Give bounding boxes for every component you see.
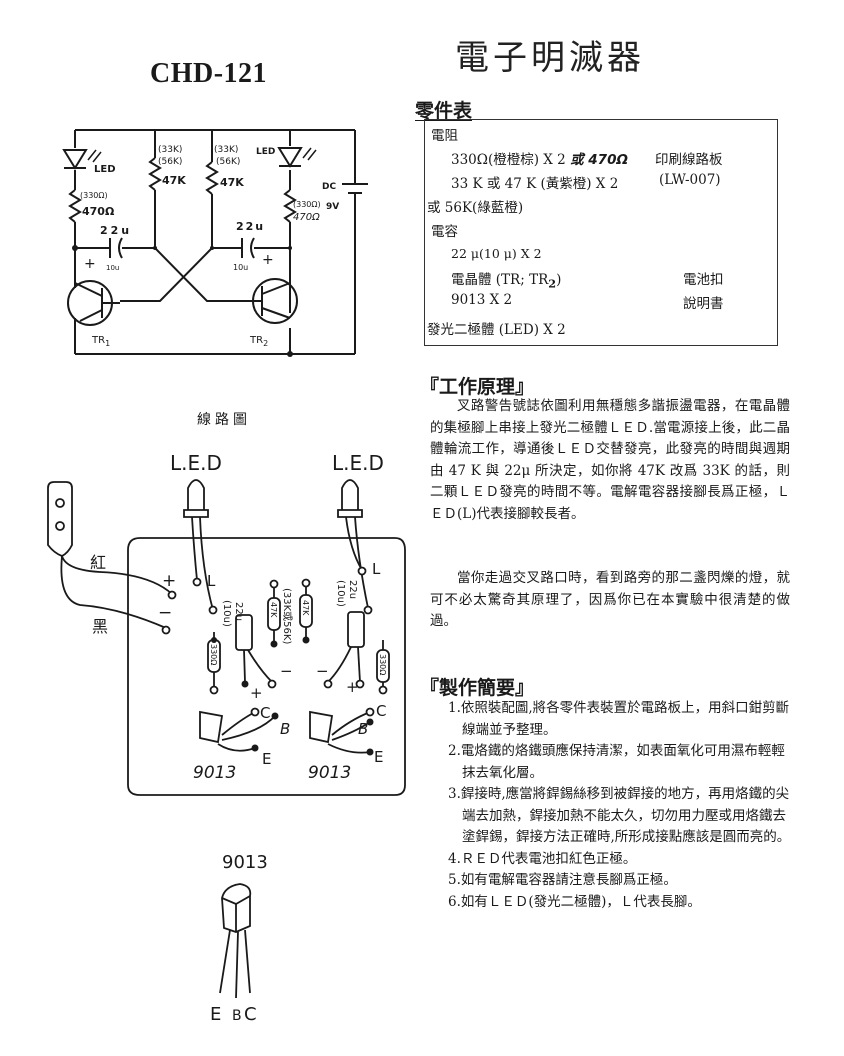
model-number: CHD-121 (150, 58, 268, 89)
assembly-step: 4.ＲＥＤ代表電池扣紅色正極。 (448, 850, 637, 867)
schematic-plus-left: + (84, 256, 96, 272)
schematic-dc-label: DC (322, 182, 336, 192)
assembly-step: 6.如有ＬＥＤ(發光二極體)，Ｌ代表長腳。 (448, 893, 701, 910)
layout-led-left-label: L.E.D (170, 451, 222, 475)
layout-red-wire-label: 紅 (90, 553, 106, 572)
layout-cap-right-label: 22u (347, 580, 358, 599)
transistor-pinout-diagram: 9013 E B C (210, 852, 268, 1025)
layout-cap-left-alt: (10u) (221, 600, 232, 627)
schematic-led-left-label: LED (94, 164, 116, 175)
assembly-step: 2.電烙鐵的烙鐵頭應保持清潔，如表面氧化可用濕布輕輕抹去氧化層。 (448, 743, 785, 781)
layout-cap-right-alt: (10u) (335, 580, 346, 607)
resistor-label: 電阻 (431, 128, 458, 144)
schematic-r-left: 470Ω (82, 205, 115, 218)
layout-res-47k-a: 47K (269, 602, 278, 618)
pinout-pin-b: B (232, 1008, 242, 1024)
layout-pin-e-right: E (374, 748, 383, 766)
transistor-model-item: 9013 X 2 (451, 292, 513, 308)
document-title: 電子明滅器 (455, 38, 645, 78)
schematic-voltage-label: 9V (326, 202, 339, 212)
transistor-item: 電晶體 (TR; TR2) (451, 272, 562, 291)
resistor-item-1: 330Ω(橙橙棕) X 2 或 470Ω (451, 152, 628, 168)
pcb-code: (LW-007) (659, 172, 721, 188)
layout-res-47k-b: 47K (301, 600, 310, 616)
layout-long-leg-left: L (207, 572, 216, 590)
schematic-rb-right-alt2: (56K) (216, 157, 240, 167)
circuit-schematic: LED (330Ω) 470Ω (33K) (56K) 47K (33K) (5… (62, 129, 368, 357)
schematic-tr2-label: TR2 (249, 335, 268, 348)
schematic-r-left-alt: (330Ω) (80, 191, 108, 200)
layout-res-alt-label: (33K或56K) (281, 588, 293, 644)
schematic-cap-right: 22u (236, 220, 265, 233)
resistor-item-3: 或 56K(綠藍橙) (427, 200, 524, 216)
layout-minus-label: − (158, 603, 172, 623)
schematic-led-right-label: LED (256, 147, 275, 157)
layout-pin-c-left: C (260, 704, 270, 722)
schematic-cap-right-alt: 10u (233, 263, 248, 272)
pinout-pin-c: C (244, 1004, 257, 1025)
capacitor-item: 22 μ(10 μ) X 2 (451, 246, 542, 261)
layout-long-leg-right: L (372, 560, 381, 578)
schematic-rb-left-alt1: (33K) (158, 145, 182, 155)
led-symbol-left (62, 149, 88, 170)
layout-black-wire-label: 黑 (92, 617, 108, 636)
principle-heading: 『工作原理』 (420, 376, 535, 398)
layout-diagram-caption: 線路圖 (197, 412, 251, 428)
layout-pin-b-right: B (358, 720, 368, 738)
assembly-step: 3.銲接時,應當將銲錫絲移到被銲接的地方，再用烙鐵的尖端去加熱，銲接加熱不能太久… (448, 786, 791, 845)
schematic-cap-left-alt: 10u (106, 264, 119, 272)
pcb-item: 印刷線路板 (655, 152, 723, 168)
battery-clip-item: 電池扣 (683, 272, 724, 288)
assembly-step: 5.如有電解電容器請注意長腳爲正極。 (448, 872, 677, 888)
schematic-rb-left: 47K (162, 174, 186, 187)
layout-transistor-left-model: 9013 (193, 763, 236, 783)
resistor-item-2: 33 K 或 47 K (黃紫橙) X 2 (451, 176, 619, 192)
layout-cap-plus-left: + (250, 684, 263, 702)
layout-pin-c-right: C (376, 702, 386, 720)
principle-paragraph-1: 叉路警告號誌依圖利用無穩態多諧振盪電器，在電晶體的集極腳上串接上發光二極體ＬＥＤ… (430, 398, 790, 522)
layout-transistor-right-model: 9013 (308, 763, 351, 783)
resistor-item-1-handwritten-note: 或 470Ω (570, 152, 628, 168)
component-layout-diagram: L.E.D L.E.D L L 紅 黑 + − 22u (10u) (33K或5… (47, 451, 406, 796)
pinout-model-label: 9013 (222, 852, 268, 873)
schematic-cap-left: 22u (100, 224, 132, 237)
assembly-heading: 『製作簡要』 (420, 677, 535, 699)
assembly-steps: 1.依照裝配圖,將各零件表裝置於電路板上，用斜口鉗剪斷線端並予整理。 2.電烙鐵… (448, 698, 796, 913)
schematic-rb-right: 47K (220, 176, 244, 189)
layout-pin-b-left: B (280, 720, 290, 738)
schematic-rb-left-alt2: (56K) (158, 157, 182, 167)
assembly-step: 1.依照裝配圖,將各零件表裝置於電路板上，用斜口鉗剪斷線端並予整理。 (448, 700, 790, 738)
schematic-r-right: 470Ω (293, 212, 320, 223)
pinout-pin-e: E (210, 1004, 221, 1025)
layout-cap-left-label: 22u (233, 602, 244, 621)
schematic-r-right-alt: (330Ω) (293, 200, 321, 209)
led-item: 發光二極體 (LED) X 2 (427, 322, 566, 338)
layout-led-right-label: L.E.D (332, 451, 384, 475)
schematic-plus-right: + (262, 252, 274, 268)
principle-paragraph-2: 當你走過交叉路口時，看到路旁的那二盞閃爍的燈，就可不必太驚奇其原理了，因爲你已在… (430, 570, 790, 629)
schematic-rb-right-alt1: (33K) (214, 145, 238, 155)
layout-plus-label: + (162, 571, 176, 591)
layout-res-330-a: 330Ω (209, 644, 218, 665)
layout-pin-e-left: E (262, 750, 271, 768)
layout-res-330-b: 330Ω (378, 654, 387, 675)
layout-cap-minus-right: − (316, 662, 329, 680)
manual-item: 說明書 (683, 296, 724, 312)
led-symbol-right (277, 147, 303, 168)
parts-list-box: 電阻 330Ω(橙橙棕) X 2 或 470Ω 印刷線路板 33 K 或 47 … (424, 119, 778, 346)
schematic-tr1-label: TR1 (91, 335, 110, 348)
layout-cap-plus-right: + (346, 678, 359, 696)
layout-cap-minus-left: − (280, 662, 293, 680)
parts-list-heading: 零件表 (415, 100, 473, 122)
capacitor-label: 電容 (431, 224, 458, 240)
